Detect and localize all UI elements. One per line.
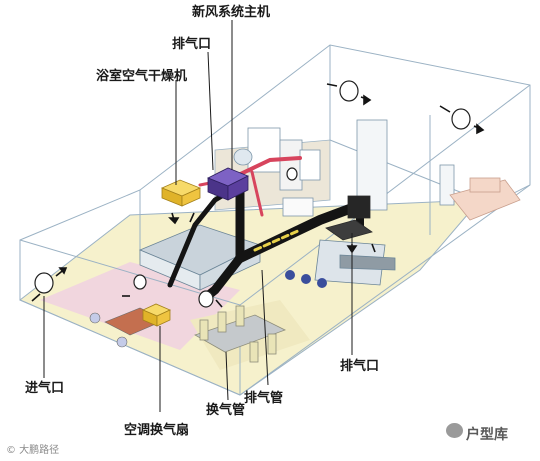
watermark-left: © 大鹏路径 (6, 445, 60, 456)
doors (356, 119, 455, 211)
label-exchange-pipe: 换气管 (206, 403, 246, 418)
airflow-arrows (31, 83, 485, 308)
bar-counter (314, 239, 396, 286)
label-bath-dryer: 浴室空气干燥机 (96, 69, 188, 84)
sofa (449, 177, 521, 221)
bath-dryer-unit (160, 179, 202, 207)
bathroom-fixtures (233, 127, 321, 217)
exhaust-hood (325, 195, 373, 241)
label-ac-fan: 空调换气扇 (124, 423, 190, 438)
label-exhaust-port-top: 排气口 (172, 37, 212, 52)
vent-ports (34, 80, 471, 308)
label-fresh-air-host: 新风系统主机 (192, 5, 271, 20)
label-exhaust-port-right: 排气口 (340, 359, 380, 374)
fresh-air-host-unit (207, 167, 249, 201)
wechat-icon (446, 423, 463, 438)
watermark-right: 户型库 (466, 427, 508, 443)
ac-fan-unit (142, 303, 171, 327)
label-exhaust-pipe: 排气管 (244, 391, 284, 406)
bar-stools (285, 270, 327, 288)
label-inlet-port: 进气口 (25, 381, 65, 396)
leader-lines (43, 20, 353, 412)
dining-set (194, 305, 287, 363)
